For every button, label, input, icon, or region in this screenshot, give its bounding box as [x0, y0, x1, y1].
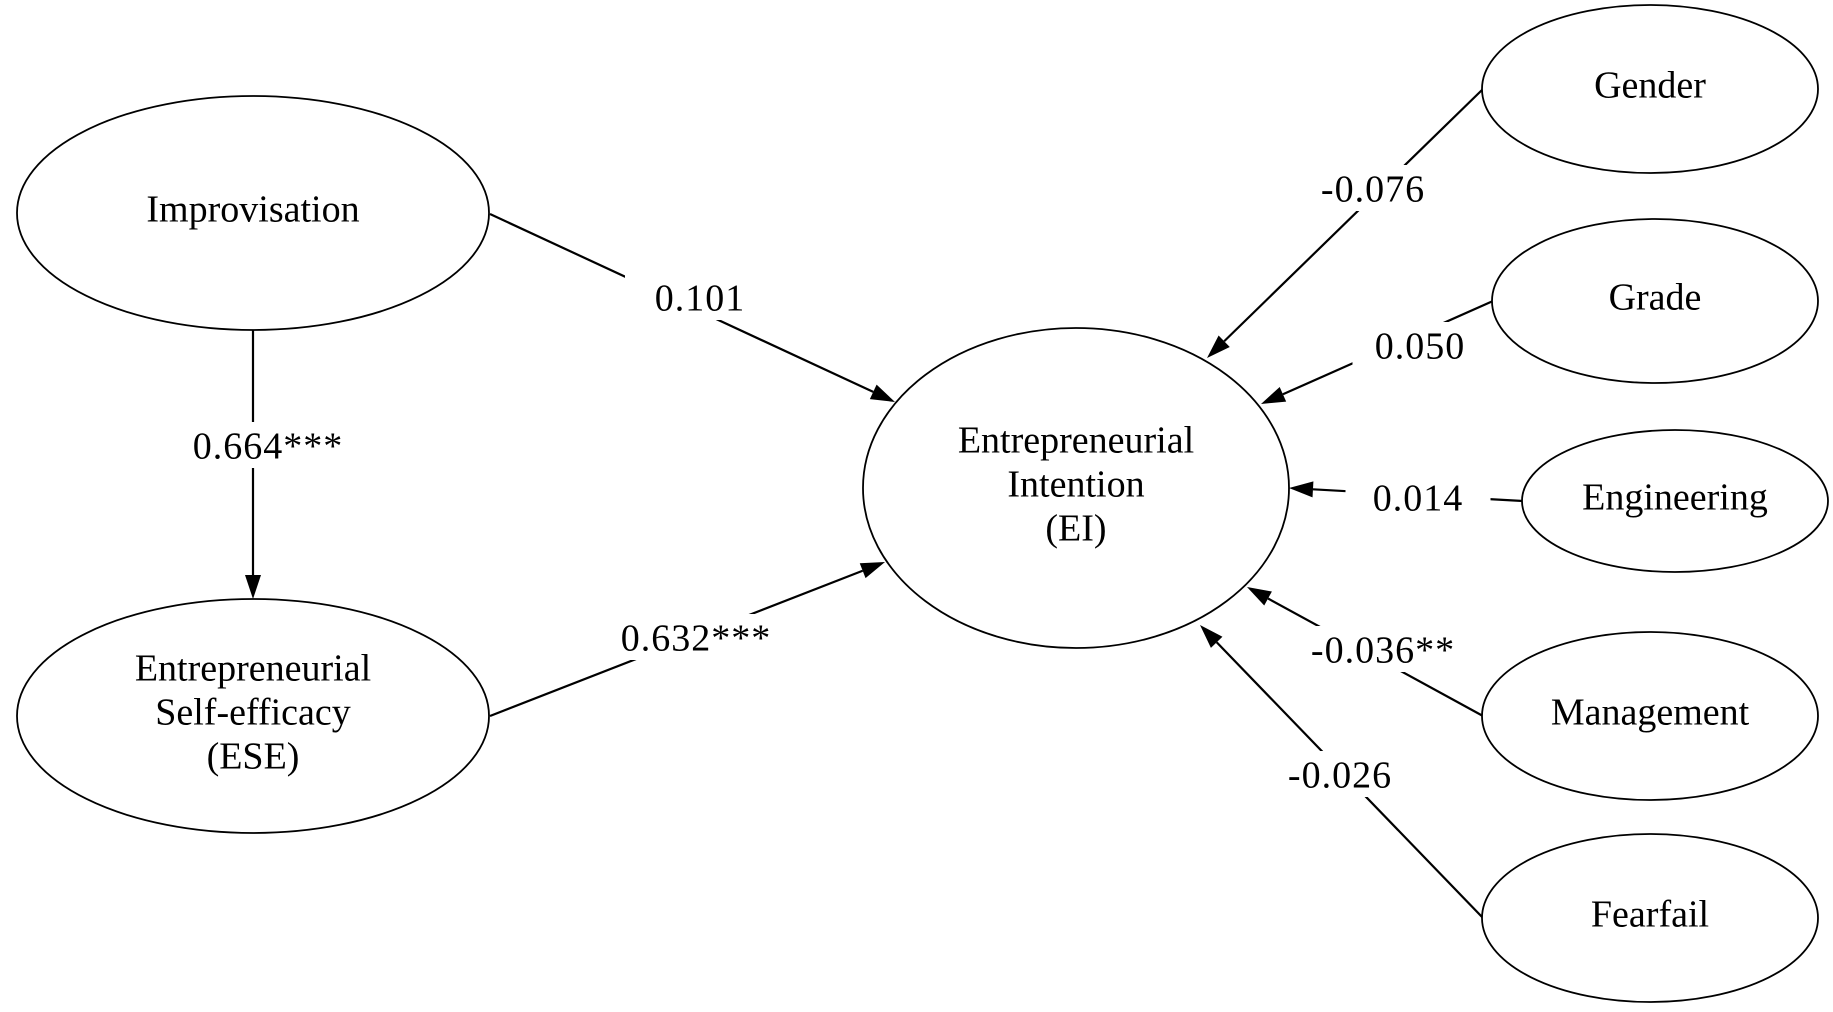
- coefficient-label-background: [1345, 474, 1491, 520]
- coefficient-value: -0.076: [1321, 169, 1425, 211]
- node-engineering: Engineering: [1521, 429, 1829, 573]
- node-label-line: Self-efficacy: [155, 692, 351, 734]
- arrowhead-icon: [1289, 481, 1314, 498]
- node-label-line: Entrepreneurial: [135, 648, 371, 690]
- node-label-line: Fearfail: [1591, 894, 1709, 936]
- coefficient-label-gender-to-ei: -0.076: [1298, 165, 1448, 211]
- node-label-line: (EI): [1045, 508, 1106, 550]
- arrowhead-icon: [245, 575, 261, 599]
- node-ellipse: [1491, 218, 1819, 384]
- coefficient-value: 0.664***: [193, 426, 344, 468]
- coefficient-label-improvisation-to-ei: 0.101: [625, 274, 775, 320]
- coefficient-value: -0.036**: [1311, 630, 1455, 672]
- coefficient-label-background: [625, 274, 775, 320]
- arrowhead-icon: [869, 384, 895, 402]
- node-ellipse: [862, 327, 1290, 649]
- path-line: [1223, 88, 1484, 343]
- node-label-line: Gender: [1594, 65, 1706, 107]
- arrowhead-icon: [1207, 335, 1230, 358]
- coefficient-value: 0.050: [1375, 326, 1466, 368]
- node-label-line: Improvisation: [146, 189, 359, 231]
- arrowhead-icon: [1247, 587, 1272, 606]
- path-gender-to-ei: [1207, 88, 1484, 358]
- node-grade: Grade: [1491, 218, 1819, 384]
- coefficient-value: 0.632***: [621, 618, 772, 660]
- node-label-line: Management: [1551, 692, 1750, 734]
- node-ellipse: [16, 598, 490, 834]
- coefficient-label-background: [163, 422, 373, 468]
- coefficient-value: 0.101: [655, 278, 746, 320]
- coefficient-label-engineering-to-ei: 0.014: [1345, 474, 1491, 520]
- coefficient-label-background: [1265, 751, 1415, 797]
- node-label-line: Entrepreneurial: [958, 420, 1194, 462]
- node-label-line: Grade: [1609, 277, 1702, 319]
- node-management: Management: [1481, 631, 1819, 801]
- node-fearfail: Fearfail: [1481, 833, 1819, 1003]
- coefficient-label-grade-to-ei: 0.050: [1352, 322, 1488, 368]
- coefficient-label-background: [596, 614, 796, 660]
- node-label-line: Engineering: [1582, 477, 1768, 519]
- node-ellipse: [16, 95, 490, 331]
- coefficient-label-improvisation-to-ese: 0.664***: [163, 422, 373, 468]
- arrowhead-icon: [859, 562, 885, 579]
- arrowhead-icon: [1200, 625, 1223, 648]
- node-improvisation: Improvisation: [16, 95, 490, 331]
- node-ellipse: [1521, 429, 1829, 573]
- arrowhead-icon: [1261, 386, 1287, 404]
- coefficient-label-background: [1352, 322, 1488, 368]
- coefficient-label-fearfail-to-ei: -0.026: [1265, 751, 1415, 797]
- coefficient-label-background: [1283, 626, 1483, 672]
- node-ellipse: [1481, 4, 1819, 174]
- coefficient-label-ese-to-ei: 0.632***: [596, 614, 796, 660]
- node-label-line: (ESE): [207, 736, 300, 778]
- node-ellipse: [1481, 833, 1819, 1003]
- node-gender: Gender: [1481, 4, 1819, 174]
- coefficient-label-background: [1298, 165, 1448, 211]
- node-ellipse: [1481, 631, 1819, 801]
- node-label-line: Intention: [1007, 464, 1144, 506]
- coefficient-value: 0.014: [1373, 478, 1464, 520]
- coefficient-value: -0.026: [1288, 755, 1392, 797]
- coefficient-label-management-to-ei: -0.036**: [1283, 626, 1483, 672]
